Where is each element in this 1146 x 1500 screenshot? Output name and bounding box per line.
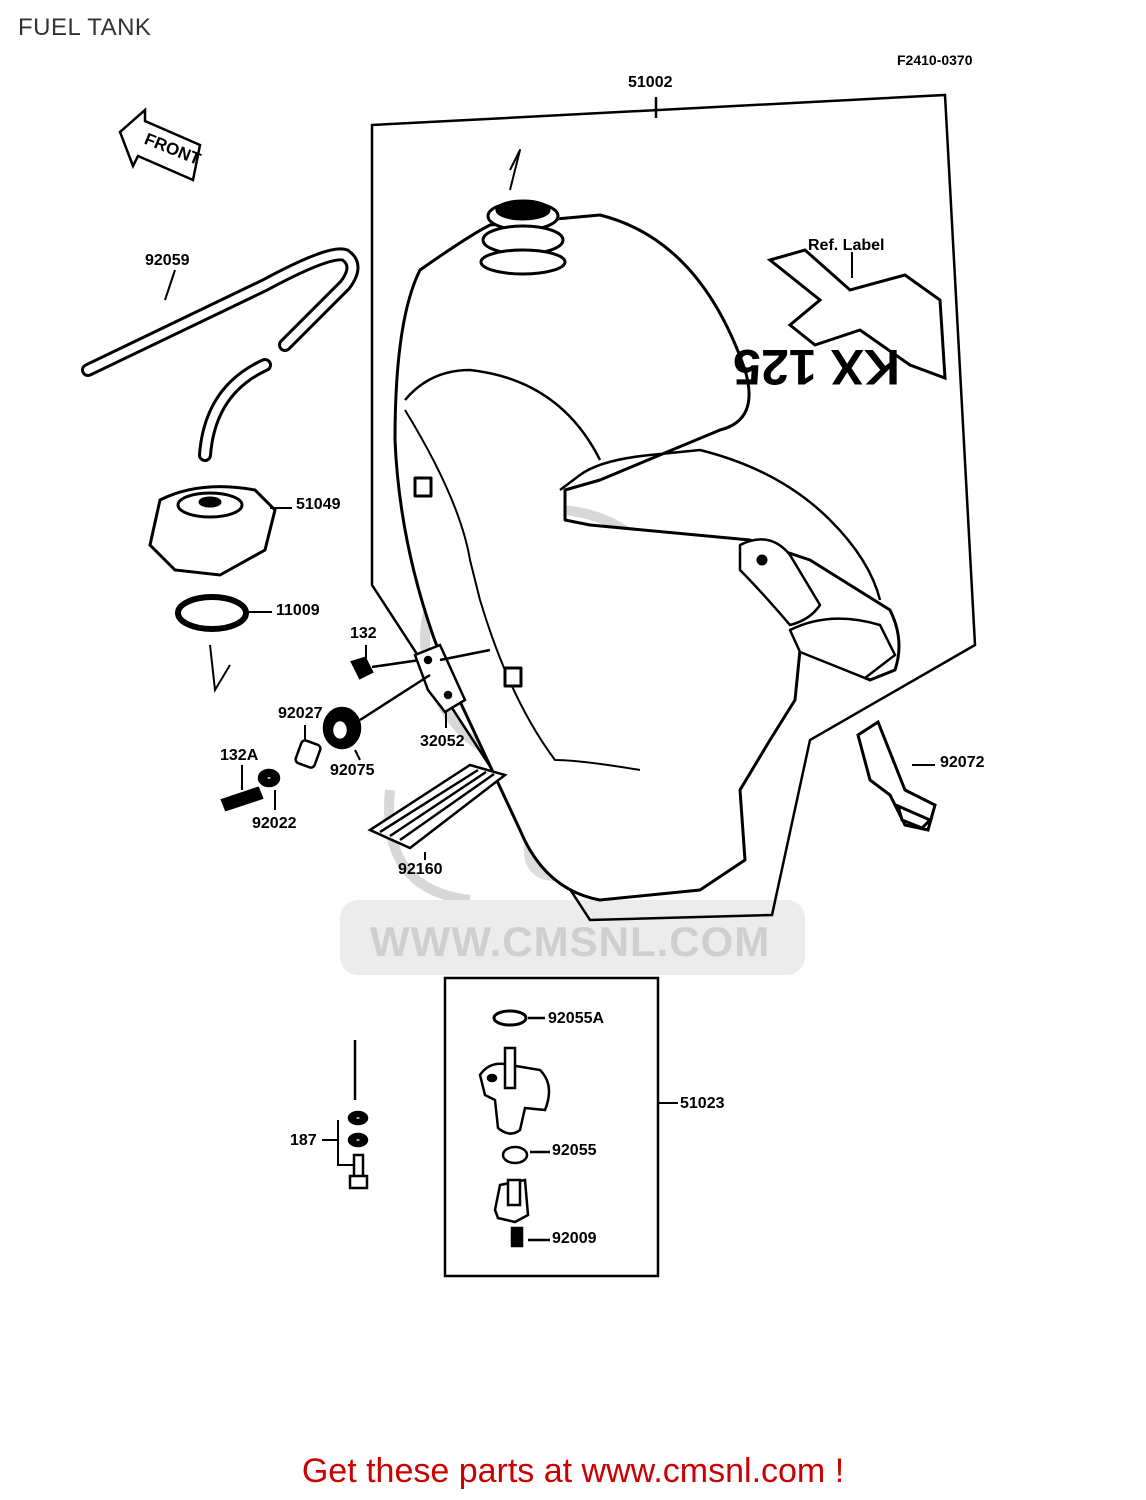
- part-label-92160[interactable]: 92160: [398, 861, 443, 878]
- fuel-cock-group-box: [443, 976, 660, 1278]
- part-label-92055a[interactable]: 92055A: [548, 1010, 605, 1027]
- kx-decal-icon: KX 125: [733, 248, 947, 395]
- part-label-32052[interactable]: 32052: [420, 733, 465, 750]
- part-label-132a[interactable]: 132A: [220, 747, 259, 764]
- part-label-92072[interactable]: 92072: [940, 754, 985, 771]
- ref-label: Ref. Label: [808, 237, 884, 254]
- part-label-92009[interactable]: 92009: [552, 1230, 597, 1247]
- part-label-187[interactable]: 187: [290, 1132, 317, 1149]
- diagram-code: F2410-0370: [897, 52, 973, 68]
- rubber-strap-icon: [856, 719, 937, 832]
- leader-92059: [164, 269, 176, 301]
- fuel-tank-icon: [393, 149, 901, 902]
- footer-link[interactable]: Get these parts at www.cmsnl.com !: [301, 1452, 845, 1490]
- part-label-92055[interactable]: 92055: [552, 1142, 597, 1159]
- page-title: FUEL TANK: [18, 14, 152, 41]
- part-label-92075[interactable]: 92075: [330, 762, 375, 779]
- fuel-cock-icon: [478, 1009, 551, 1248]
- gasket-icon: [175, 594, 249, 632]
- front-arrow-icon: FRONT: [118, 107, 204, 182]
- part-label-51002[interactable]: 51002: [628, 74, 673, 91]
- damper-pad-icon: [367, 763, 508, 850]
- watermark-url: WWW.CMSNL.COM: [370, 918, 771, 965]
- part-label-51049[interactable]: 51049: [296, 496, 341, 513]
- part-label-132[interactable]: 132: [350, 625, 377, 642]
- part-label-92059[interactable]: 92059: [145, 252, 190, 269]
- fuel-cap-icon: [148, 485, 277, 577]
- tank-group-outline: [370, 93, 977, 922]
- bracket-assembly-icon: [220, 643, 491, 812]
- decal-text: KX 125: [733, 339, 900, 395]
- part-label-92022[interactable]: 92022: [252, 815, 297, 832]
- part-label-11009[interactable]: 11009: [276, 602, 320, 619]
- part-label-92027[interactable]: 92027: [278, 705, 323, 722]
- part-label-51023[interactable]: 51023: [680, 1095, 725, 1112]
- bolt-set-icon: [347, 1040, 369, 1190]
